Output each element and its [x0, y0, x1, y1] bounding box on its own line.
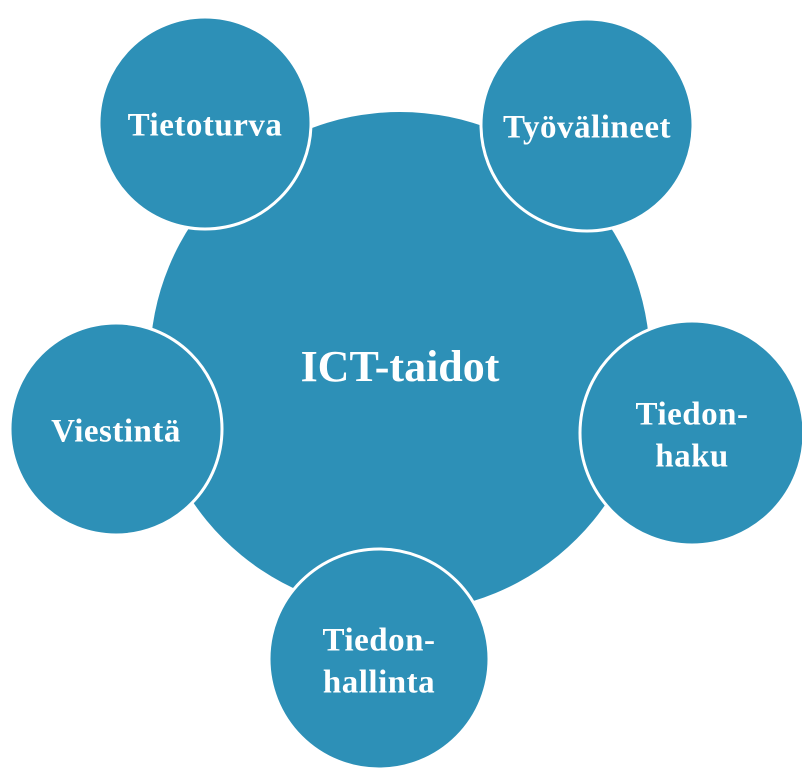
satellite-circle-tietoturva [97, 15, 313, 231]
satellite-label-tiedonhaku-line-1: Tiedon- [636, 397, 749, 433]
center-label: ICT-taidot [301, 342, 500, 391]
satellite-label-tiedonhallinta-line-1: Tiedon- [323, 623, 436, 659]
satellite-label-tietoturva-line-1: Tietoturva [128, 108, 283, 144]
satellite-label-tiedonhaku-line-2: haku [655, 439, 729, 475]
satellite-circle-tiedonhaku [578, 319, 802, 547]
satellite-circle-viestinta [8, 321, 224, 537]
satellite-circle-tyovalineet [479, 17, 695, 233]
satellite-circle-tiedonhallinta [267, 547, 491, 771]
center-circle [150, 112, 650, 612]
satellite-label-viestinta-line-1: Viestintä [51, 414, 181, 450]
satellite-label-tiedonhallinta-line-2: hallinta [323, 665, 435, 701]
satellite-label-tyovalineet-line-1: Työvälineet [503, 110, 671, 146]
